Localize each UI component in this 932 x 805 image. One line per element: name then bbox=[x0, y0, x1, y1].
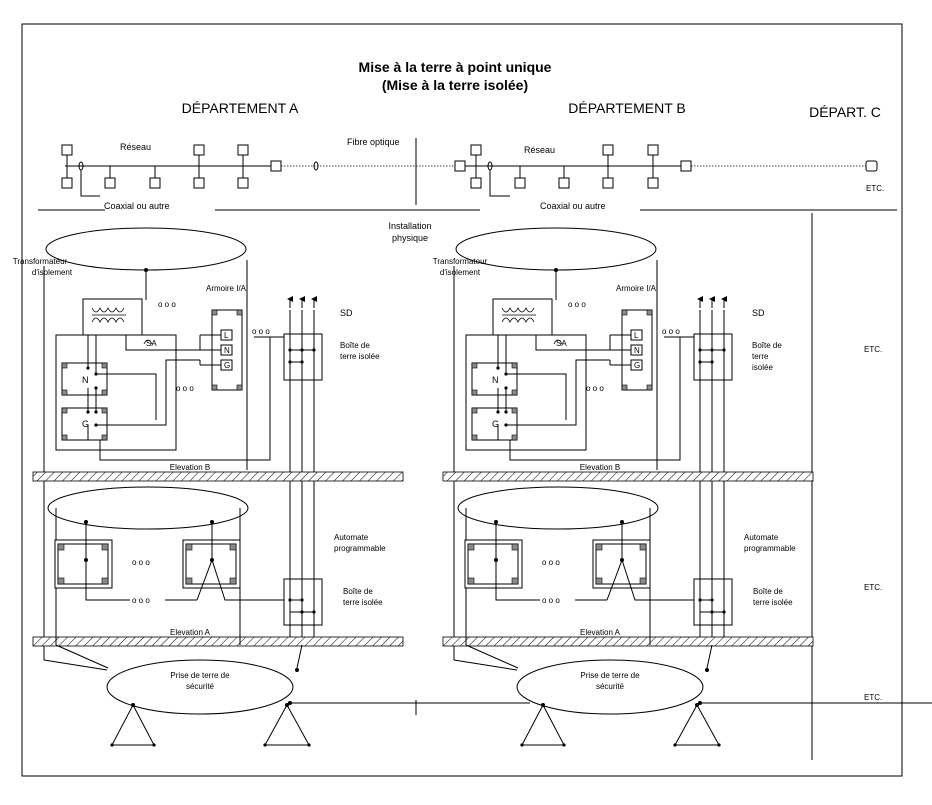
dots-b-2: o o o bbox=[662, 327, 680, 336]
department-a-block bbox=[32, 227, 530, 747]
department-c-heading: DÉPART. C bbox=[809, 104, 881, 120]
n-terminal-label-a: N bbox=[224, 346, 230, 355]
n-bus-label-a: N bbox=[82, 375, 89, 385]
title-line-1: Mise à la terre à point unique bbox=[359, 59, 552, 75]
l-label-a: L bbox=[224, 331, 229, 340]
department-a-heading: DÉPARTEMENT A bbox=[182, 100, 299, 116]
installation-label-2: physique bbox=[392, 233, 428, 243]
ground-box-label-a-1: Boîte de bbox=[340, 341, 370, 350]
automate-label-b-2: programmable bbox=[744, 544, 796, 553]
fiber-coupler-icon bbox=[313, 161, 319, 171]
transformer-label-a-2: d'isolement bbox=[32, 268, 73, 277]
safety-ground-label-a-2: sécurité bbox=[186, 682, 215, 691]
etc-label-middle: ETC. bbox=[864, 583, 882, 592]
n-terminal-label-b: N bbox=[634, 346, 640, 355]
dots-b-3: o o o bbox=[586, 384, 604, 393]
g-bus-label-b: G bbox=[492, 419, 499, 429]
coax-label-b: Coaxial ou autre bbox=[540, 201, 606, 211]
safety-ground-label-b-2: sécurité bbox=[596, 682, 625, 691]
n-bus-label-b: N bbox=[492, 375, 499, 385]
transformer-label-a-1: Transformateur bbox=[13, 257, 68, 266]
etc-label-lower: ETC. bbox=[864, 693, 882, 702]
ground-box-label-a-4: terre isolée bbox=[343, 598, 383, 607]
etc-label-upper: ETC. bbox=[864, 345, 882, 354]
transformer-label-b-1: Transformateur bbox=[433, 257, 488, 266]
elevation-b-label-b: Elevation B bbox=[580, 463, 620, 472]
transformer-label-b-2: d'isolement bbox=[440, 268, 481, 277]
g-bus-label-a: G bbox=[82, 419, 89, 429]
elevation-a-label-b: Elevation A bbox=[580, 628, 621, 637]
etc-label-network: ETC. bbox=[866, 184, 884, 193]
dots-b-4: o o o bbox=[542, 558, 560, 567]
diagram-frame bbox=[21, 23, 903, 777]
installation-label-1: Installation bbox=[388, 221, 431, 231]
ground-box-label-a-3: Boîte de bbox=[343, 587, 373, 596]
automate-label-b-1: Automate bbox=[744, 533, 779, 542]
ground-box-label-b-1: Boîte de bbox=[752, 341, 782, 350]
dots-a-3: o o o bbox=[176, 384, 194, 393]
sa-label-b: SA bbox=[556, 339, 567, 348]
safety-ground-label-b-1: Prise de terre de bbox=[580, 671, 640, 680]
g-terminal-label-b: G bbox=[634, 361, 640, 370]
l-label-b: L bbox=[634, 331, 639, 340]
network-nodes-a bbox=[61, 144, 282, 197]
dots-a-1: o o o bbox=[158, 300, 176, 309]
ground-box-label-a-2: terre isolée bbox=[340, 352, 380, 361]
armoire-label-b: Armoire I/A bbox=[616, 284, 657, 293]
dots-a-5: o o o bbox=[132, 596, 150, 605]
ground-box-label-b-4: Boîte de bbox=[753, 587, 783, 596]
automate-label-a-2: programmable bbox=[334, 544, 386, 553]
network-nodes-b bbox=[470, 144, 659, 197]
sa-label-a: SA bbox=[146, 339, 157, 348]
fiber-label: Fibre optique bbox=[347, 137, 400, 147]
dots-b-1: o o o bbox=[568, 300, 586, 309]
ground-box-label-b-3: isolée bbox=[752, 363, 773, 372]
elevation-a-label-a: Elevation A bbox=[170, 628, 211, 637]
title-line-2: (Mise à la terre isolée) bbox=[382, 77, 528, 93]
elevation-b-floor-a bbox=[32, 471, 404, 482]
automate-label-a-1: Automate bbox=[334, 533, 369, 542]
department-b-heading: DÉPARTEMENT B bbox=[568, 100, 685, 116]
ground-box-label-b-2: terre bbox=[752, 352, 769, 361]
coax-label-a: Coaxial ou autre bbox=[104, 201, 170, 211]
sd-label-a: SD bbox=[340, 308, 353, 318]
ground-box-label-b-5: terre isolée bbox=[753, 598, 793, 607]
dots-b-5: o o o bbox=[542, 596, 560, 605]
network-label-b: Réseau bbox=[524, 145, 555, 155]
sd-label-b: SD bbox=[752, 308, 765, 318]
dots-a-2: o o o bbox=[252, 327, 270, 336]
armoire-label-a: Armoire I/A bbox=[206, 284, 247, 293]
elevation-a-floor-a bbox=[32, 636, 404, 647]
network-strip bbox=[38, 138, 897, 211]
elevation-b-label-a: Elevation B bbox=[170, 463, 210, 472]
network-label-a: Réseau bbox=[120, 142, 151, 152]
safety-ground-label-a-1: Prise de terre de bbox=[170, 671, 230, 680]
g-terminal-label-a: G bbox=[224, 361, 230, 370]
dots-a-4: o o o bbox=[132, 558, 150, 567]
department-b-block bbox=[443, 228, 932, 747]
